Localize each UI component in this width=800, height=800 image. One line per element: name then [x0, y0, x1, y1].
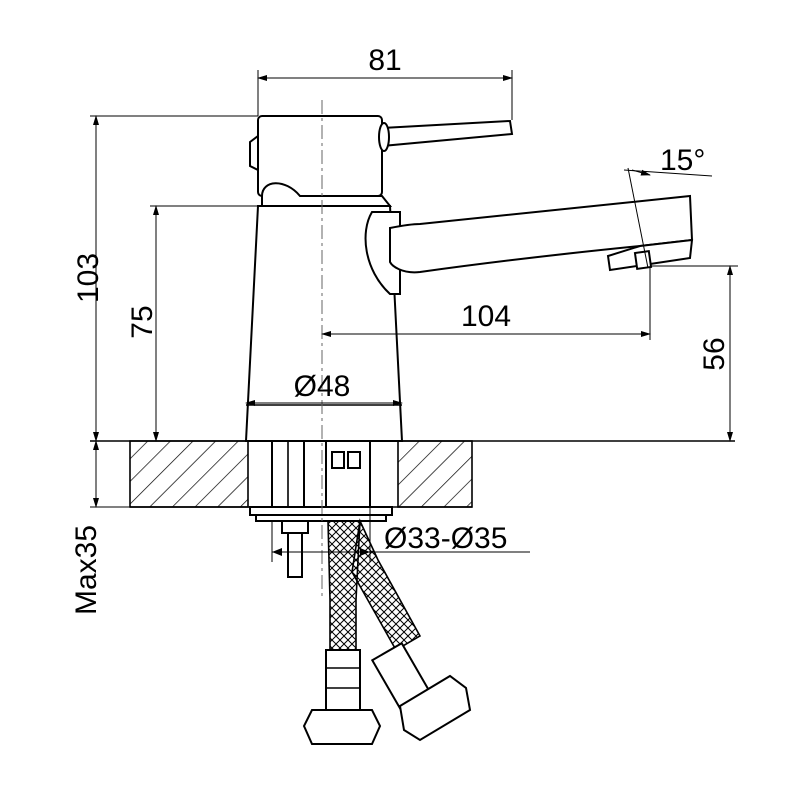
- dimension-d33-35: Ø33-Ø35: [271, 507, 530, 562]
- mounting-hardware: [249, 440, 393, 578]
- countertop: [90, 440, 735, 508]
- dim-max35-label: Max35: [70, 525, 103, 615]
- dim-75-label: 75: [126, 305, 159, 338]
- dim-81-label: 81: [368, 44, 401, 77]
- dimension-75: 75: [126, 205, 258, 442]
- dimension-max35: Max35: [70, 440, 130, 615]
- flex-hose-left: [302, 520, 382, 745]
- dimension-56: 56: [650, 265, 738, 442]
- dim-d33-35-label: Ø33-Ø35: [384, 522, 507, 555]
- dim-56-label: 56: [698, 337, 731, 370]
- dim-angle-label: 15°: [660, 144, 705, 177]
- dim-103-label: 103: [72, 253, 105, 303]
- dim-d48-label: Ø48: [294, 370, 351, 403]
- dimension-104: 104: [321, 268, 651, 340]
- dimension-d48: Ø48: [245, 370, 403, 406]
- dimension-103: 103: [72, 115, 258, 442]
- dimension-81: 81: [257, 44, 513, 120]
- flex-hose-right: [351, 518, 472, 742]
- dimension-angle-15: 15°: [623, 144, 713, 269]
- dim-104-label: 104: [461, 300, 511, 333]
- faucet-body: [244, 115, 694, 442]
